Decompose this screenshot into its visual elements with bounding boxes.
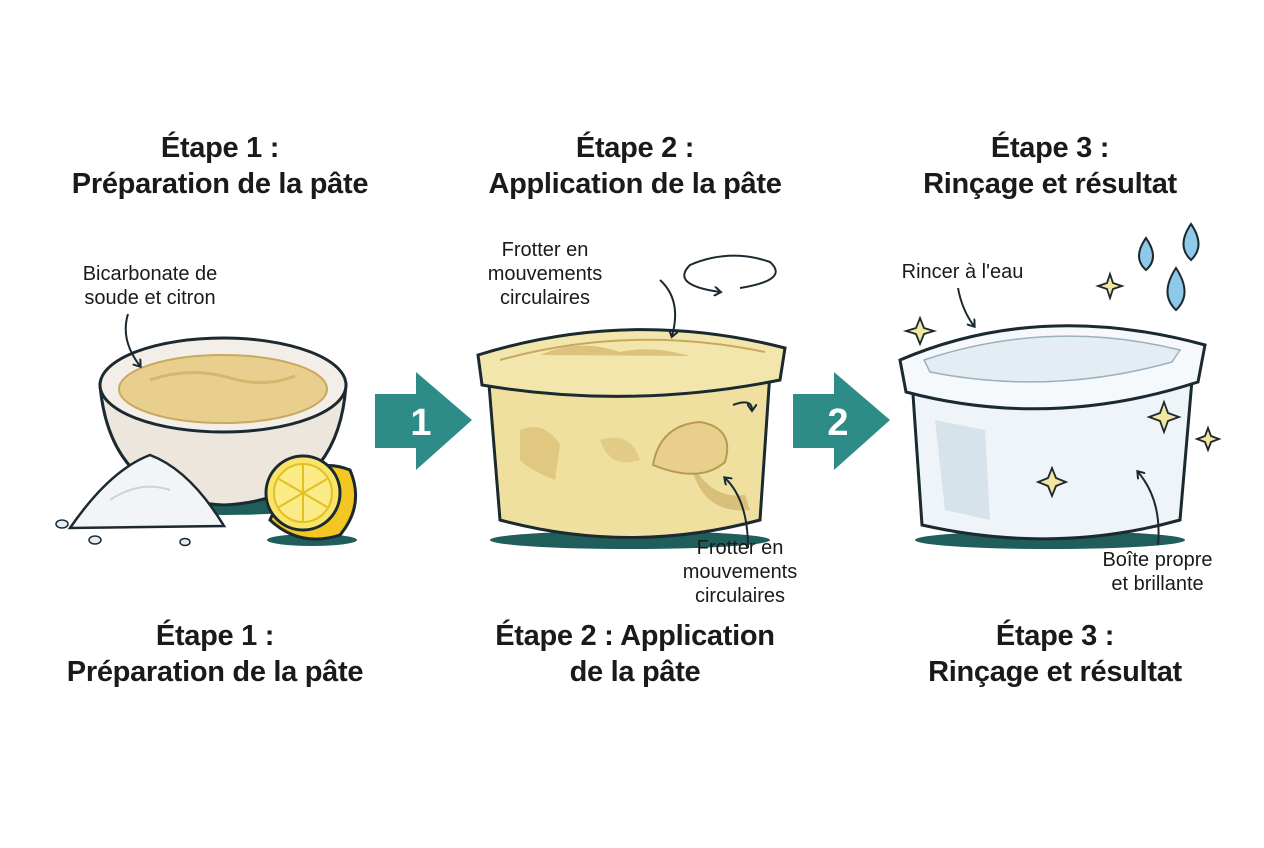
step2-annotation-top-line2: mouvements — [487, 263, 603, 285]
lemon-icon — [264, 454, 358, 546]
step3-bottom-title-line1: Étape 3 : — [995, 620, 1115, 652]
annotation-arrow-step3-top — [957, 287, 974, 326]
step1-bottom-title-line2: Préparation de la pâte — [66, 656, 364, 688]
baking-soda-icon — [55, 453, 227, 547]
step1-bottom-title-line1: Étape 1 : — [155, 620, 275, 652]
step1-top-title-line1: Étape 1 : — [160, 132, 280, 164]
step2-annotation-top: Frotter en mouvements circulaires — [460, 238, 630, 310]
step3-annotation-bottom: Boîte propre et brillante — [1080, 548, 1235, 596]
step3-annotation-bottom-line2: et brillante — [1111, 573, 1204, 595]
step2-annotation-top-line3: circulaires — [499, 287, 591, 309]
step1-annotation-line2: soude et citron — [84, 287, 216, 309]
water-drops-icon — [1138, 222, 1200, 312]
step2-top-title-line2: Application de la pâte — [488, 168, 782, 200]
rub-motion-icon — [732, 401, 752, 410]
step3-top-title-line2: Rinçage et résultat — [923, 168, 1177, 200]
step-arrow-2-number: 2 — [827, 402, 848, 444]
step3-bottom-title-line2: Rinçage et résultat — [928, 656, 1182, 688]
annotation-arrow-step3-bottom — [1138, 472, 1160, 546]
step2-annotation-bottom: Frotter en mouvements circulaires — [655, 536, 825, 608]
step2-annotation-bottom-line3: circulaires — [694, 585, 786, 607]
step3-top-title-line1: Étape 3 : — [990, 132, 1110, 164]
annotation-arrow-step2-top — [659, 279, 675, 336]
step1-annotation: Bicarbonate de soude et citron — [50, 262, 250, 310]
step2-top-title: Étape 2 : Application de la pâte — [450, 130, 820, 202]
step2-bottom-title-line1: Étape 2 : Application — [495, 620, 775, 652]
step2-top-title-line1: Étape 2 : — [575, 132, 695, 164]
step1-top-title-line2: Préparation de la pâte — [71, 168, 369, 200]
dirty-box-icon — [476, 328, 787, 549]
step3-annotation-bottom-line1: Boîte propre — [1102, 549, 1213, 571]
step3-bottom-title: Étape 3 : Rinçage et résultat — [890, 618, 1220, 690]
step-arrow-1-number: 1 — [410, 402, 431, 444]
step2-bottom-title-line2: de la pâte — [569, 656, 701, 688]
step1-annotation-line1: Bicarbonate de — [82, 263, 218, 285]
step3-annotation-top: Rincer à l'eau — [880, 260, 1045, 284]
step1-top-title: Étape 1 : Préparation de la pâte — [40, 130, 400, 202]
step3-annotation-top-text: Rincer à l'eau — [901, 261, 1024, 283]
step2-bottom-title: Étape 2 : Application de la pâte — [460, 618, 810, 690]
annotation-arrow-step1 — [124, 313, 140, 366]
circular-motion-icon — [683, 254, 777, 292]
step2-annotation-top-line1: Frotter en — [501, 239, 589, 261]
step2-annotation-bottom-line1: Frotter en — [696, 537, 784, 559]
sparkle-icons — [902, 271, 1222, 499]
step-arrow-1: 1 — [375, 372, 472, 470]
annotation-arrow-step2-bottom — [725, 478, 749, 549]
step3-top-title: Étape 3 : Rinçage et résultat — [880, 130, 1220, 202]
step2-annotation-bottom-line2: mouvements — [682, 561, 798, 583]
step1-bottom-title: Étape 1 : Préparation de la pâte — [40, 618, 390, 690]
step-arrow-2: 2 — [793, 372, 890, 470]
clean-box-icon — [898, 324, 1207, 549]
